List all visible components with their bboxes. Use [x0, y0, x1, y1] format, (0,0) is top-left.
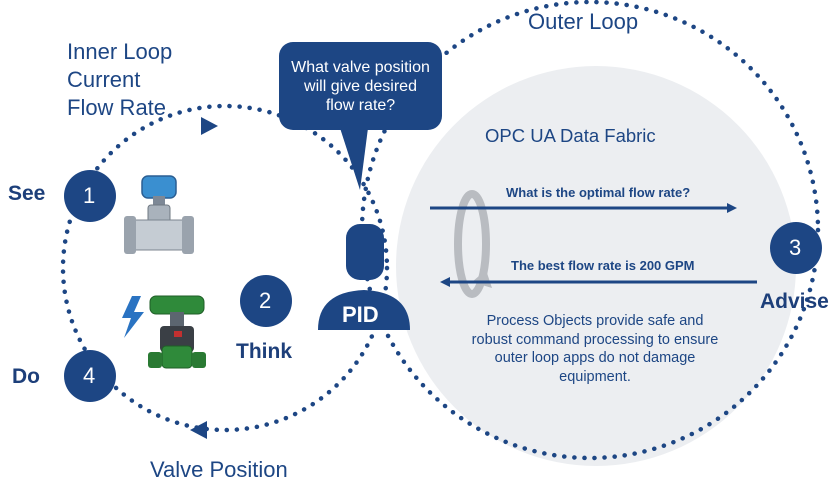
- lightning-icon: [122, 296, 144, 338]
- step-2-circle: [240, 275, 292, 327]
- outer-loop-label: Outer Loop: [528, 9, 639, 34]
- step-4-circle: [64, 350, 116, 402]
- inner-loop-label-line2: Current: [67, 67, 141, 92]
- speech-bubble-text: What valve position will give desired fl…: [291, 58, 430, 114]
- inner-loop-label-line1: Inner Loop: [67, 39, 173, 64]
- flow-transmitter-icon: [124, 175, 194, 254]
- step-3-number: 3: [789, 235, 802, 260]
- step-3-label: Advise: [760, 290, 829, 313]
- inner-loop-arrow-top: [201, 117, 218, 135]
- request-message: What is the optimal flow rate?: [506, 185, 691, 200]
- inner-loop-label-line3: Flow Rate: [67, 95, 167, 120]
- person-icon: [318, 224, 410, 330]
- speech-bubble: What valve position will give desired fl…: [279, 42, 442, 130]
- step-4-label: Do: [12, 365, 40, 388]
- inner-loop-path: [60, 103, 390, 433]
- step-4-number: 4: [83, 363, 96, 388]
- step-1-label: See: [8, 182, 46, 205]
- step-1-circle: [64, 170, 116, 222]
- control-valve-icon: [148, 295, 206, 369]
- step-2-label: Think: [236, 340, 292, 363]
- valve-position-label: Valve Position: [150, 457, 288, 482]
- step-2-number: 2: [259, 288, 272, 313]
- process-objects-note: Process Objects provide safe and robust …: [471, 313, 719, 385]
- pid-label: PID: [342, 302, 379, 327]
- response-message: The best flow rate is 200 GPM: [511, 258, 695, 273]
- step-1-number: 1: [83, 183, 96, 208]
- data-fabric-label: OPC UA Data Fabric: [485, 125, 656, 146]
- speech-bubble-tail: [340, 128, 368, 190]
- inner-loop-arrow-bottom: [190, 421, 207, 439]
- step-3-circle: [770, 222, 822, 274]
- data-fabric-circle: [396, 66, 796, 466]
